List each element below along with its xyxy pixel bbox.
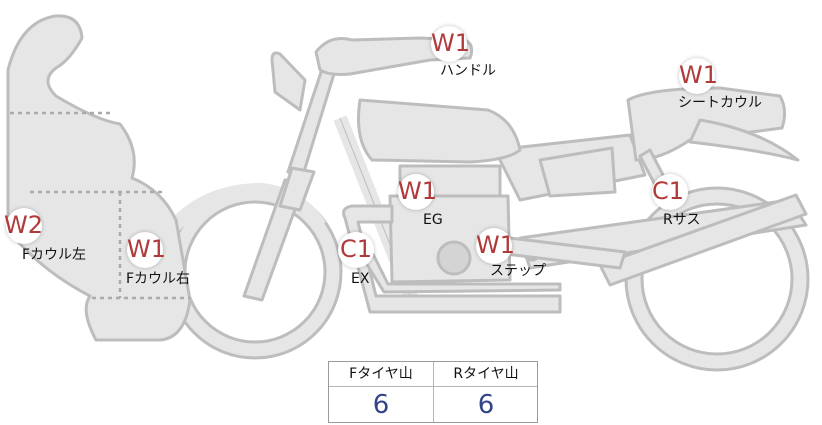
step-label: ステップ: [490, 263, 546, 279]
step-badge: [476, 228, 512, 264]
handle-badge: [431, 26, 467, 62]
rear-suspension-badge: [652, 174, 688, 210]
handle-label: ハンドル: [440, 63, 496, 79]
exhaust-code: C1: [340, 235, 373, 263]
seat-cowl-badge: [679, 58, 715, 94]
exhaust-badge: [338, 232, 374, 268]
rear-suspension-code: C1: [652, 177, 685, 205]
step-code: W1: [476, 231, 515, 259]
front-cowl-right-label: Fカウル右: [126, 271, 191, 287]
rear-suspension-label: Rサス: [663, 212, 701, 228]
front-cowl-right-badge: [127, 232, 163, 268]
front-tire-tread-value: 6: [372, 390, 390, 420]
tire-tread-table: Fタイヤ山 Rタイヤ山 6 6: [328, 361, 538, 423]
exhaust-label: EX: [351, 271, 370, 287]
table-divider-vertical: [433, 362, 434, 422]
front-tire-tread-header: Fタイヤ山: [349, 366, 413, 382]
front-cowl-left-badge: [6, 208, 42, 244]
front-cowl-right-code: W1: [127, 235, 166, 263]
handle-code: W1: [431, 29, 470, 57]
rear-tire-tread-header: Rタイヤ山: [453, 366, 519, 382]
engine-code: W1: [398, 177, 437, 205]
exhaust-pipe: [342, 204, 562, 314]
front-cowl-left-code: W2: [4, 211, 43, 239]
rear-tire-tread-value: 6: [477, 390, 495, 420]
seat-cowl-code: W1: [679, 61, 718, 89]
engine-label: EG: [423, 212, 443, 228]
front-cowl-shape: [6, 14, 192, 342]
engine-badge: [398, 174, 434, 210]
seat-cowl-label: シートカウル: [678, 95, 762, 111]
fuel-tank: [357, 98, 522, 164]
front-cowl-left-label: Fカウル左: [22, 247, 87, 263]
